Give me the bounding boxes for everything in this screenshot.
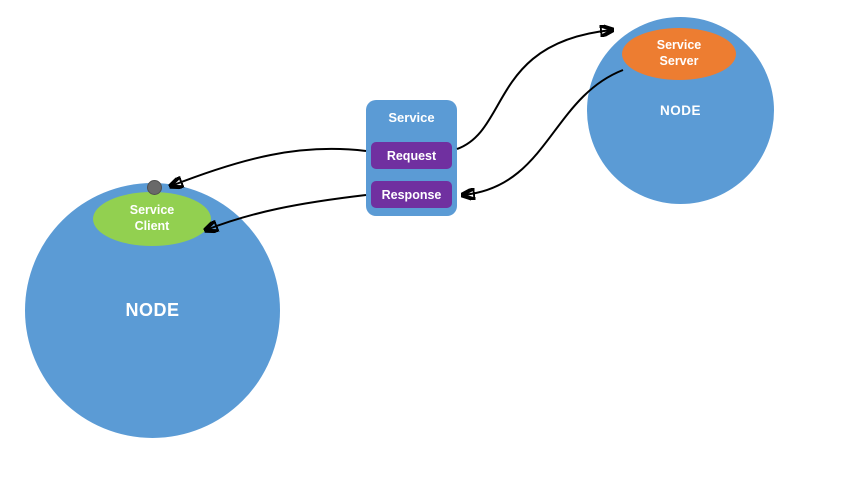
- service-box-title: Service: [388, 110, 435, 125]
- service-server-ellipse: Service Server: [622, 28, 736, 80]
- request-box: Request: [371, 142, 452, 169]
- service-box: Service Request Response: [366, 100, 457, 216]
- request-to-client-arrow: [171, 147, 367, 186]
- request-label: Request: [386, 148, 437, 163]
- client-node-label: NODE: [125, 300, 180, 320]
- service-server-label: Service Server: [656, 38, 702, 68]
- service-client-label: Service Client: [129, 203, 175, 233]
- service-client-ellipse: Service Client: [93, 192, 211, 246]
- response-box: Response: [371, 181, 452, 208]
- response-label: Response: [381, 187, 442, 202]
- server-node-label: NODE: [659, 103, 701, 118]
- connection-dot: [147, 180, 162, 195]
